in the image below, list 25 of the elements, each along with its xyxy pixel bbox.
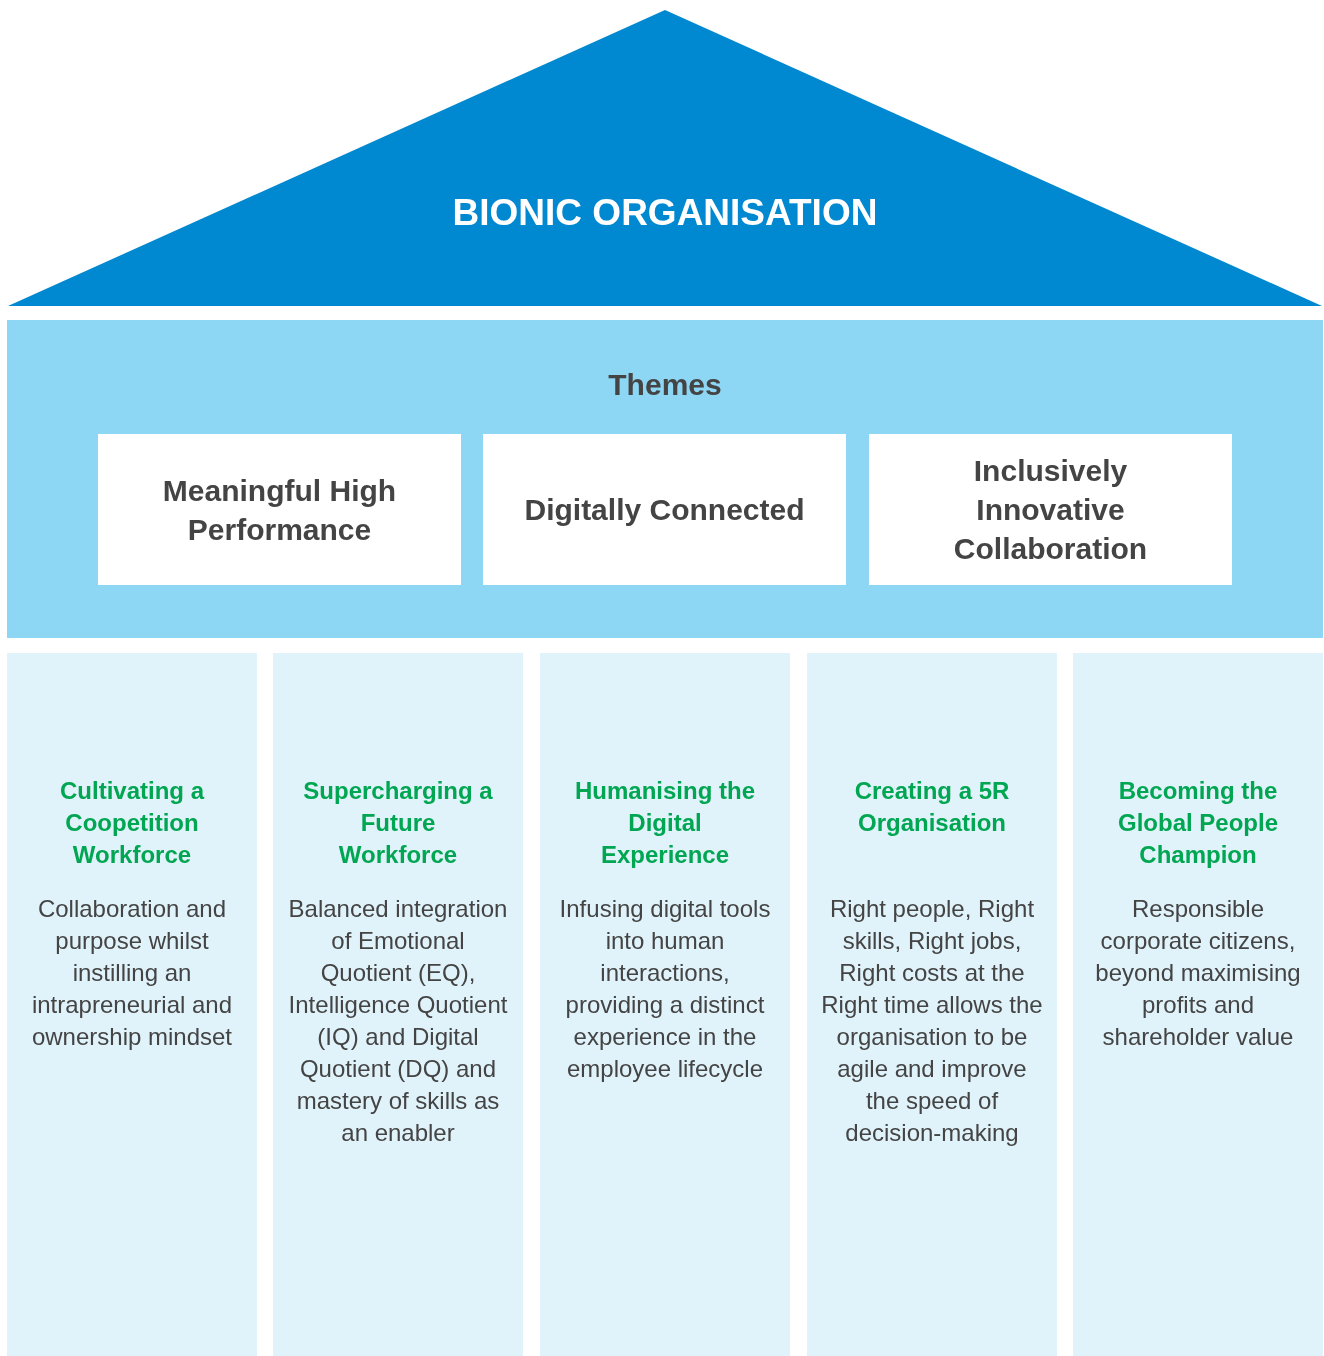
theme-title: Meaningful High Performance xyxy=(161,472,398,548)
pillar-heading: Supercharging a Future Workforce xyxy=(303,776,493,870)
pillar-description: Responsible corporate citizens, beyond maximising profits and shareholder value xyxy=(1094,894,1302,1052)
pillar-description: Right people, Right skills, Right jobs, Right costs at the Right time allows the organisation to be agile and improve the speed of decision-making xyxy=(821,894,1043,1148)
theme-box xyxy=(98,434,461,585)
pillar-column xyxy=(807,653,1057,1356)
pillar-heading: Humanising the Digital Experience xyxy=(574,776,756,870)
pillar-description: Collaboration and purpose whilst instilling an intrapreneurial and ownership mindset xyxy=(30,894,234,1052)
pillar-column xyxy=(1073,653,1323,1356)
pillar-column xyxy=(273,653,523,1356)
pillar-heading: Creating a 5R Organisation xyxy=(853,776,1011,838)
theme-box xyxy=(869,434,1232,585)
pillar-column xyxy=(540,653,790,1356)
pillar-column xyxy=(7,653,257,1356)
pillar-heading: Becoming the Global People Champion xyxy=(1117,776,1279,870)
theme-box xyxy=(483,434,846,585)
themes-band xyxy=(7,320,1323,638)
roof-title: BIONIC ORGANISATION xyxy=(451,192,879,234)
pillar-description: Balanced integration of Emotional Quotient (EQ), Intelligence Quotient (IQ) and Digital Quotient (DQ) and mastery of skills as an enabler xyxy=(287,894,509,1148)
theme-title: Inclusively Innovative Collaboration xyxy=(952,453,1149,567)
section-heading: Themes xyxy=(607,368,723,402)
theme-title: Digitally Connected xyxy=(523,492,806,528)
pillar-heading: Cultivating a Coopetition Workforce xyxy=(59,776,206,870)
pillar-description: Infusing digital tools into human interactions, providing a distinct experience in the employee lifecycle xyxy=(558,894,772,1084)
roof-triangle xyxy=(8,10,1322,306)
